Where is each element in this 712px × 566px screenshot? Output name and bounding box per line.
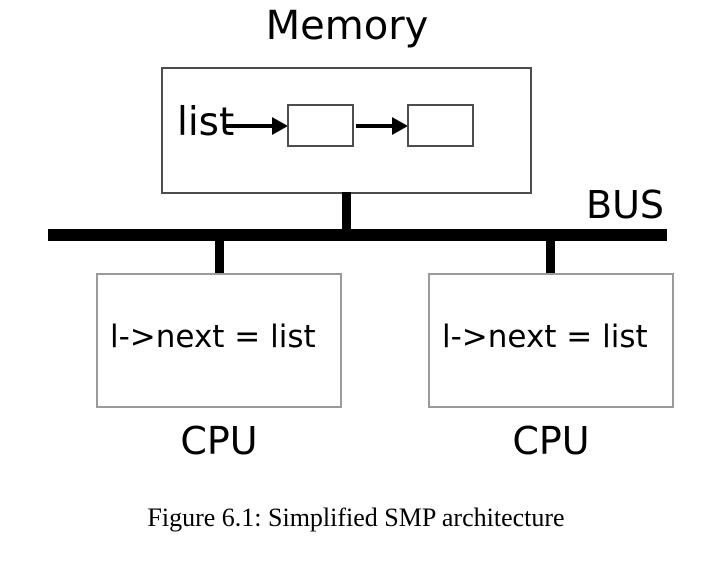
cpu-box-left: l->next = list: [96, 273, 342, 408]
arrow-node1-to-node2-icon: [356, 124, 397, 128]
figure-caption: Figure 6.1: Simplified SMP architecture: [147, 503, 565, 532]
bus-label: BUS: [586, 183, 665, 227]
arrow-list-to-node1-icon: [225, 124, 277, 128]
cpu-left-label: CPU: [180, 419, 258, 463]
cpu-right-bus-connector: [546, 238, 555, 278]
list-pointer-label: list: [177, 100, 235, 145]
arrowhead-node1-to-node2-icon: [392, 117, 408, 135]
cpu-right-code-text: l->next = list: [442, 319, 648, 355]
list-node-1: [287, 104, 354, 147]
cpu-left-code-text: l->next = list: [110, 319, 316, 355]
cpu-box-right: l->next = list: [428, 273, 674, 408]
cpu-left-bus-connector: [215, 238, 224, 278]
bus-bar: [48, 229, 667, 241]
memory-bus-connector: [342, 192, 351, 232]
memory-title: Memory: [265, 3, 429, 49]
arrowhead-list-to-node1-icon: [272, 117, 288, 135]
cpu-right-label: CPU: [512, 419, 590, 463]
list-node-2: [407, 104, 474, 147]
